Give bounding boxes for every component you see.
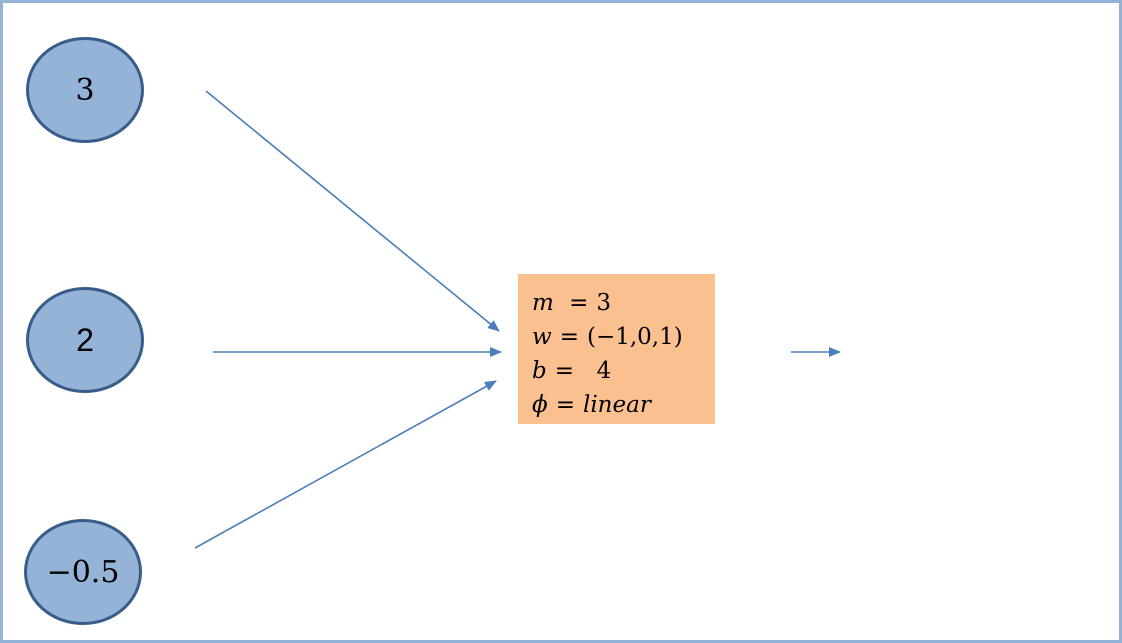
param-phi: ϕ = linear bbox=[532, 388, 715, 422]
param-b-symbol: b bbox=[532, 358, 547, 384]
param-m-value: 3 bbox=[596, 290, 612, 316]
param-phi-equals: = bbox=[555, 392, 575, 418]
input-node-1: 3 bbox=[26, 37, 144, 143]
input-node-3: −0.5 bbox=[24, 519, 142, 625]
input-node-1-label: 3 bbox=[75, 72, 95, 108]
param-m-equals: = bbox=[561, 290, 589, 316]
arrow-input-3-to-neuron bbox=[194, 380, 497, 549]
arrow-input-1-to-neuron bbox=[205, 90, 500, 332]
input-node-2: 2 bbox=[26, 287, 144, 393]
param-w: w = (−1,0,1) bbox=[532, 320, 715, 354]
param-w-symbol: w bbox=[532, 324, 552, 350]
input-node-2-label: 2 bbox=[76, 321, 94, 358]
input-node-3-label: −0.5 bbox=[46, 554, 120, 590]
param-b-equals: = bbox=[554, 358, 575, 384]
param-w-equals: = bbox=[559, 324, 579, 350]
neuron-box: m =3 w=(−1,0,1) b= 4 ϕ=linear bbox=[518, 274, 715, 424]
param-w-value: (−1,0,1) bbox=[586, 324, 683, 350]
param-phi-symbol: ϕ bbox=[532, 392, 548, 418]
param-m-symbol: m bbox=[532, 290, 554, 316]
param-b-value: 4 bbox=[582, 358, 612, 384]
param-phi-value: linear bbox=[582, 392, 651, 418]
param-m: m = 3 bbox=[532, 286, 715, 320]
param-b: b = 4 bbox=[532, 354, 715, 388]
connections-layer bbox=[194, 90, 841, 549]
